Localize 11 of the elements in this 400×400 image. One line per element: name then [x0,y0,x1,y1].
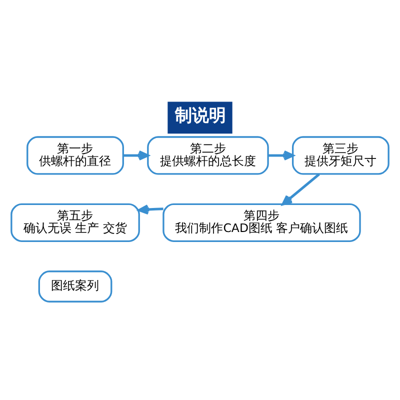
arrow [123,150,149,161]
arrow [282,173,320,206]
arrow [268,150,294,161]
arrow [138,204,164,215]
node-box: 第三步 提供牙矩尺寸 [292,136,390,175]
node-box: 第五步 确认无误 生产 交货 [10,203,140,242]
node-box: 图纸案列 [38,270,112,302]
node-box: 第二步 提供螺杆的总长度 [147,136,269,175]
node-box: 第一步 供螺杆的直径 [26,136,124,175]
diagram-title: 制说明 [174,105,226,126]
node-box: 第四步 我们制作CAD图纸 客户确认图纸 [162,203,361,242]
